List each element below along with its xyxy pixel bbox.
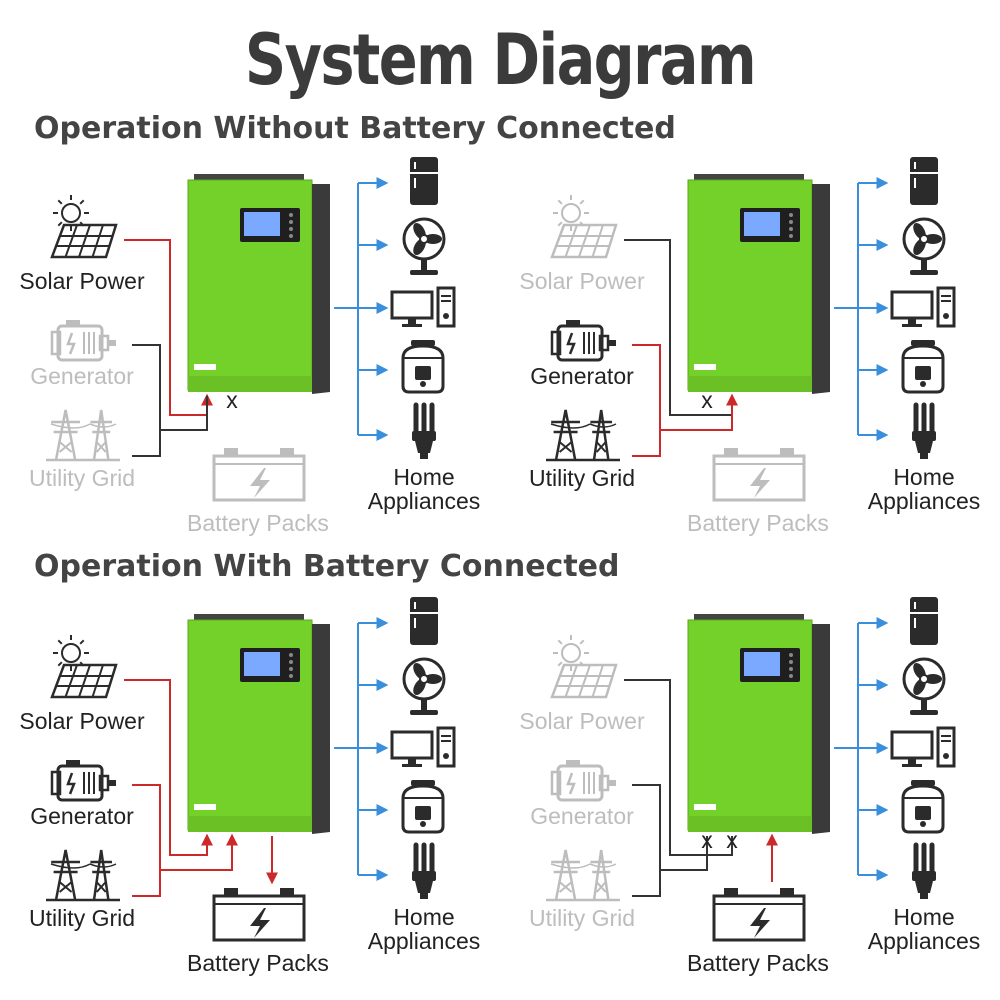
light-bulb-icon xyxy=(412,842,436,899)
fan-icon xyxy=(402,657,446,715)
generator-label: Generator xyxy=(530,363,634,389)
inverter-lcd-screen xyxy=(244,212,280,236)
battery-pack-icon xyxy=(212,888,306,942)
utility-grid-icon xyxy=(46,849,120,902)
grid-input-line xyxy=(660,836,708,871)
generator-label: Generator xyxy=(530,803,634,829)
fan-icon xyxy=(902,217,946,275)
home-appliances-label-line1: Home xyxy=(393,904,454,930)
rice-cooker-icon xyxy=(401,340,445,394)
generator-icon xyxy=(50,760,116,802)
home-appliances-label-line2: Appliances xyxy=(368,928,481,954)
utility-grid-label: Utility Grid xyxy=(529,905,635,931)
hybrid-inverter xyxy=(187,174,330,394)
home-appliances-label-line1: Home xyxy=(893,904,954,930)
fan-icon xyxy=(902,657,946,715)
solar-power-label: Solar Power xyxy=(19,268,145,294)
caution-label xyxy=(194,804,216,810)
generator-icon xyxy=(50,320,116,362)
caution-label xyxy=(694,364,716,370)
battery-packs-label: Battery Packs xyxy=(187,510,329,536)
home-appliances-label-line2: Appliances xyxy=(368,488,481,514)
home-appliances-label-line2: Appliances xyxy=(868,928,981,954)
hybrid-inverter xyxy=(187,614,330,834)
solar-panel-icon xyxy=(550,195,618,259)
solar-power-label: Solar Power xyxy=(519,708,645,734)
hybrid-inverter xyxy=(687,174,830,394)
grid-bus-line xyxy=(132,344,161,457)
solar-panel-icon xyxy=(50,195,118,259)
generator-icon xyxy=(550,760,616,802)
battery-packs-label: Battery Packs xyxy=(687,510,829,536)
hybrid-inverter xyxy=(687,614,830,834)
inverter-lcd-screen xyxy=(744,652,780,676)
computer-icon xyxy=(890,286,956,328)
rice-cooker-icon xyxy=(401,780,445,834)
grid-input-line xyxy=(160,396,208,431)
grid-bus-line xyxy=(132,784,161,897)
computer-icon xyxy=(890,726,956,768)
battery-packs-label: Battery Packs xyxy=(687,950,829,976)
light-bulb-icon xyxy=(412,402,436,459)
refrigerator-icon xyxy=(410,597,438,645)
generator-icon xyxy=(550,320,616,362)
utility-grid-label: Utility Grid xyxy=(29,465,135,491)
caution-label xyxy=(194,364,216,370)
battery-pack-icon xyxy=(712,888,806,942)
grid-bus-line xyxy=(632,784,661,897)
home-appliances-label-line1: Home xyxy=(393,464,454,490)
computer-icon xyxy=(390,286,456,328)
computer-icon xyxy=(390,726,456,768)
grid-input-line xyxy=(160,833,238,871)
home-appliances-label-line1: Home xyxy=(893,464,954,490)
rice-cooker-icon xyxy=(901,340,945,394)
light-bulb-icon xyxy=(912,402,936,459)
grid-blocked-mark: x xyxy=(226,387,238,413)
grid-blocked-mark: x xyxy=(726,827,738,853)
utility-grid-label: Utility Grid xyxy=(529,465,635,491)
grid-input-line xyxy=(660,393,738,431)
light-bulb-icon xyxy=(912,842,936,899)
caution-label xyxy=(694,804,716,810)
solar-blocked-mark: x xyxy=(701,387,713,413)
refrigerator-icon xyxy=(410,157,438,205)
section-title-with-battery: Operation With Battery Connected xyxy=(34,549,620,584)
inverter-lcd-screen xyxy=(744,212,780,236)
home-appliances-label-line2: Appliances xyxy=(868,488,981,514)
solar-power-label: Solar Power xyxy=(519,268,645,294)
fan-icon xyxy=(402,217,446,275)
solar-input-line xyxy=(124,679,213,856)
rice-cooker-icon xyxy=(901,780,945,834)
refrigerator-icon xyxy=(910,597,938,645)
solar-power-label: Solar Power xyxy=(19,708,145,734)
solar-input-line xyxy=(624,679,733,856)
utility-grid-icon xyxy=(546,849,620,902)
generator-label: Generator xyxy=(30,363,134,389)
section-title-without-battery: Operation Without Battery Connected xyxy=(34,111,676,146)
battery-pack-icon xyxy=(212,448,306,502)
utility-grid-label: Utility Grid xyxy=(29,905,135,931)
solar-panel-icon xyxy=(50,635,118,699)
utility-grid-icon xyxy=(46,409,120,462)
utility-grid-icon xyxy=(546,409,620,462)
solar-blocked-mark: x xyxy=(701,827,713,853)
grid-bus-line xyxy=(632,344,661,457)
generator-label: Generator xyxy=(30,803,134,829)
battery-packs-label: Battery Packs xyxy=(187,950,329,976)
solar-panel-icon xyxy=(550,635,618,699)
main-title: System Diagram xyxy=(244,19,757,101)
inverter-lcd-screen xyxy=(244,652,280,676)
battery-pack-icon xyxy=(712,448,806,502)
refrigerator-icon xyxy=(910,157,938,205)
